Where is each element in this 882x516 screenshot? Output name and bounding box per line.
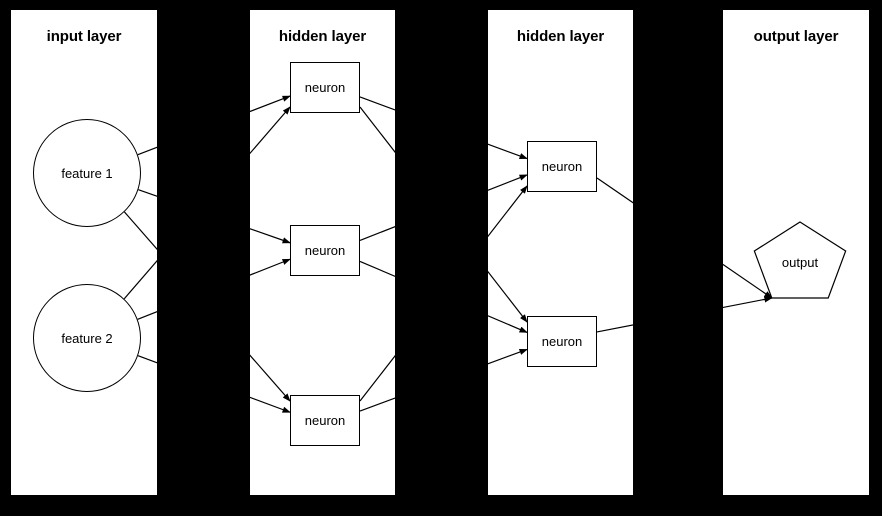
hidden2-neuron-1[interactable]: neuron	[527, 141, 597, 192]
node-label: neuron	[541, 159, 583, 174]
node-label: neuron	[541, 334, 583, 349]
hidden2-neuron-2[interactable]: neuron	[527, 316, 597, 367]
layer-panel-hidden2: hidden layer	[488, 10, 633, 495]
layer-panel-input: input layer	[11, 10, 157, 495]
hidden1-neuron-3[interactable]: neuron	[290, 395, 360, 446]
input-node-feature-1[interactable]: feature 1	[33, 119, 141, 227]
node-label: neuron	[304, 80, 346, 95]
layer-title-input: input layer	[46, 28, 122, 45]
node-label: feature 1	[61, 165, 113, 181]
pentagon-shape-icon	[753, 221, 847, 299]
node-label: neuron	[304, 413, 346, 428]
node-label: feature 2	[61, 330, 113, 346]
layer-title-output: output layer	[753, 28, 839, 45]
input-node-feature-2[interactable]: feature 2	[33, 284, 141, 392]
output-node-output[interactable]: output	[751, 219, 849, 305]
layer-title-hidden2: hidden layer	[516, 28, 605, 45]
node-label: output	[781, 254, 819, 270]
layer-title-hidden1: hidden layer	[278, 28, 367, 45]
hidden1-neuron-1[interactable]: neuron	[290, 62, 360, 113]
hidden1-neuron-2[interactable]: neuron	[290, 225, 360, 276]
node-label: neuron	[304, 243, 346, 258]
